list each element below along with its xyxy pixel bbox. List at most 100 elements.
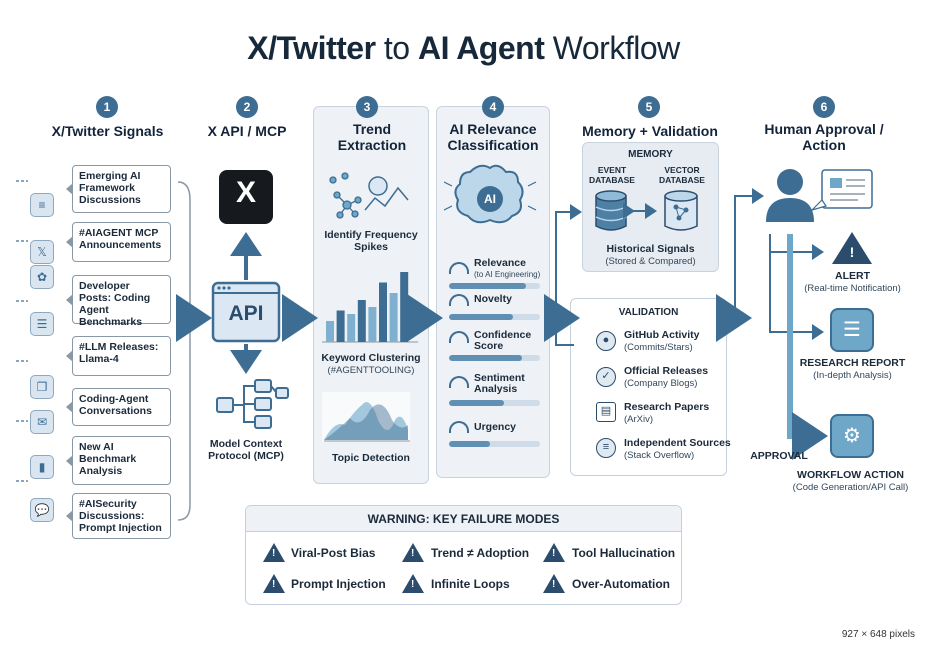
document-icon: ☰ [30, 312, 54, 336]
signal-card-6: New AI Benchmark Analysis [66, 436, 171, 485]
dimension-note: 927 × 648 pixels [841, 629, 915, 640]
memory-header: MEMORY [628, 149, 673, 160]
warning-icon: ! [263, 543, 285, 562]
signal-card-3: Developer Posts: Coding Agent Benchmarks [66, 275, 171, 328]
warning-icon: ! [402, 574, 424, 593]
topic-wave-2 [324, 404, 408, 440]
paper-icon: ▤ [596, 402, 616, 422]
frequency-bar [326, 321, 334, 342]
step-3-heading: Trend Extraction [337, 121, 407, 153]
vector-database-icon [664, 190, 698, 231]
step-2-number: 2 [236, 96, 258, 118]
warning-item-5: Infinite Loops [431, 577, 510, 591]
gauge-icon [449, 421, 469, 433]
trend-chart-icon [364, 176, 409, 211]
signal-line [16, 240, 28, 242]
signal-card-5: Coding-Agent Conversations [66, 388, 171, 426]
x-icon: 𝕏 [30, 240, 54, 264]
api-label: API [228, 302, 264, 325]
urgency-label: Urgency [474, 421, 517, 433]
validation-header: VALIDATION [618, 307, 679, 318]
chart-icon: ▮ [30, 455, 54, 479]
check-badge-icon: ✓ [596, 367, 616, 387]
frequency-bar [389, 293, 398, 342]
document-preview-icon [809, 169, 873, 212]
ai-brain-icon [443, 164, 537, 224]
historical-label: Historical Signals(Stored & Compared) [605, 243, 696, 267]
connector-report [769, 252, 824, 340]
stack-icon: ≡ [596, 438, 616, 458]
connector-alert [769, 234, 824, 260]
connector-action [787, 234, 828, 460]
warning-icon: ! [263, 574, 285, 593]
frequency-bar [357, 300, 366, 342]
alert-exclamation: ! [849, 244, 855, 260]
confidence-label: Confidence Score [474, 329, 532, 352]
signal-line [16, 180, 28, 182]
step-1-heading: X/Twitter Signals [51, 123, 164, 139]
signal-line [16, 480, 28, 482]
brain-ai-label: AI [484, 192, 496, 206]
warning-item-6: Over-Automation [572, 577, 671, 591]
warning-icon: ! [543, 543, 565, 562]
alert-label: ALERT(Real-time Notification) [804, 270, 901, 294]
network-icon [329, 172, 362, 219]
step-1-number: 1 [96, 96, 118, 118]
step-6-heading: Human Approval / Action [764, 121, 884, 153]
speech-icon: 💬 [30, 498, 54, 522]
novelty-bar [449, 314, 540, 320]
sentiment-bar [449, 400, 540, 406]
validation-releases: Official Releases(Company Blogs) [624, 365, 709, 389]
warning-item-3: Tool Hallucination [572, 546, 676, 560]
signal-line [16, 300, 28, 302]
vector-db-label: VECTOR DATABASE [659, 165, 705, 185]
warning-box: WARNING: KEY FAILURE MODES ! Viral-Post … [245, 505, 682, 605]
step-3-number: 3 [356, 96, 378, 118]
workflow-gear-icon: ⚙ [830, 414, 874, 458]
step-2-heading: X API / MCP [207, 123, 287, 139]
sentiment-label: Sentiment Analysis [474, 372, 525, 395]
message-icon: ✉ [30, 410, 54, 434]
x-logo-icon [219, 170, 273, 224]
validation-papers: Research Papers(ArXiv) [624, 401, 710, 425]
step-5-heading: Memory + Validation [582, 123, 718, 139]
gauge-icon [449, 262, 469, 274]
openai-icon: ✿ [30, 265, 54, 289]
step-4-number: 4 [482, 96, 504, 118]
warning-item-4: Prompt Injection [291, 577, 386, 591]
warning-header: WARNING: KEY FAILURE MODES [246, 506, 681, 532]
signal-line [16, 360, 28, 362]
signal-card-4: #LLM Releases: Llama-4 [66, 336, 171, 376]
signal-line [16, 420, 28, 422]
validation-sources: Independent Sources(Stack Overflow) [624, 437, 731, 461]
relevance-bar [449, 283, 540, 289]
report-label: RESEARCH REPORT(In-depth Analysis) [799, 357, 906, 381]
connector-to-validation [555, 318, 574, 346]
urgency-bar [449, 441, 540, 447]
topic-wave-1 [324, 402, 408, 440]
human-user-icon [766, 169, 814, 222]
warning-item-2: Trend ≠ Adoption [431, 546, 530, 560]
report-icon: ☰ [830, 308, 874, 352]
frequency-bar [336, 310, 345, 342]
x-logo-letter: X [235, 176, 256, 209]
warning-item-1: Viral-Post Bias [291, 546, 376, 560]
approval-label: APPROVAL [750, 450, 808, 462]
event-database-icon [595, 190, 627, 231]
chat-icon: ❐ [30, 375, 54, 399]
alert-icon [832, 232, 872, 264]
gauge-icon [449, 294, 469, 306]
signals-bracket [177, 181, 191, 521]
frequency-bar [379, 282, 387, 342]
github-icon: ● [596, 331, 616, 351]
connector-to-memory [555, 204, 582, 318]
topic-label: Topic Detection [332, 452, 410, 464]
action-label: WORKFLOW ACTION(Code Generation/API Call… [792, 469, 909, 493]
step-6-number: 6 [813, 96, 835, 118]
frequency-bar-chart [326, 272, 409, 342]
relevance-label: Relevance(to AI Engineering) [474, 257, 541, 280]
gauge-icon [449, 376, 469, 388]
signal-card-7: #AISecurity Discussions: Prompt Injectio… [66, 493, 171, 539]
api-window-icon [211, 281, 281, 343]
mcp-tree-icon [216, 379, 289, 429]
